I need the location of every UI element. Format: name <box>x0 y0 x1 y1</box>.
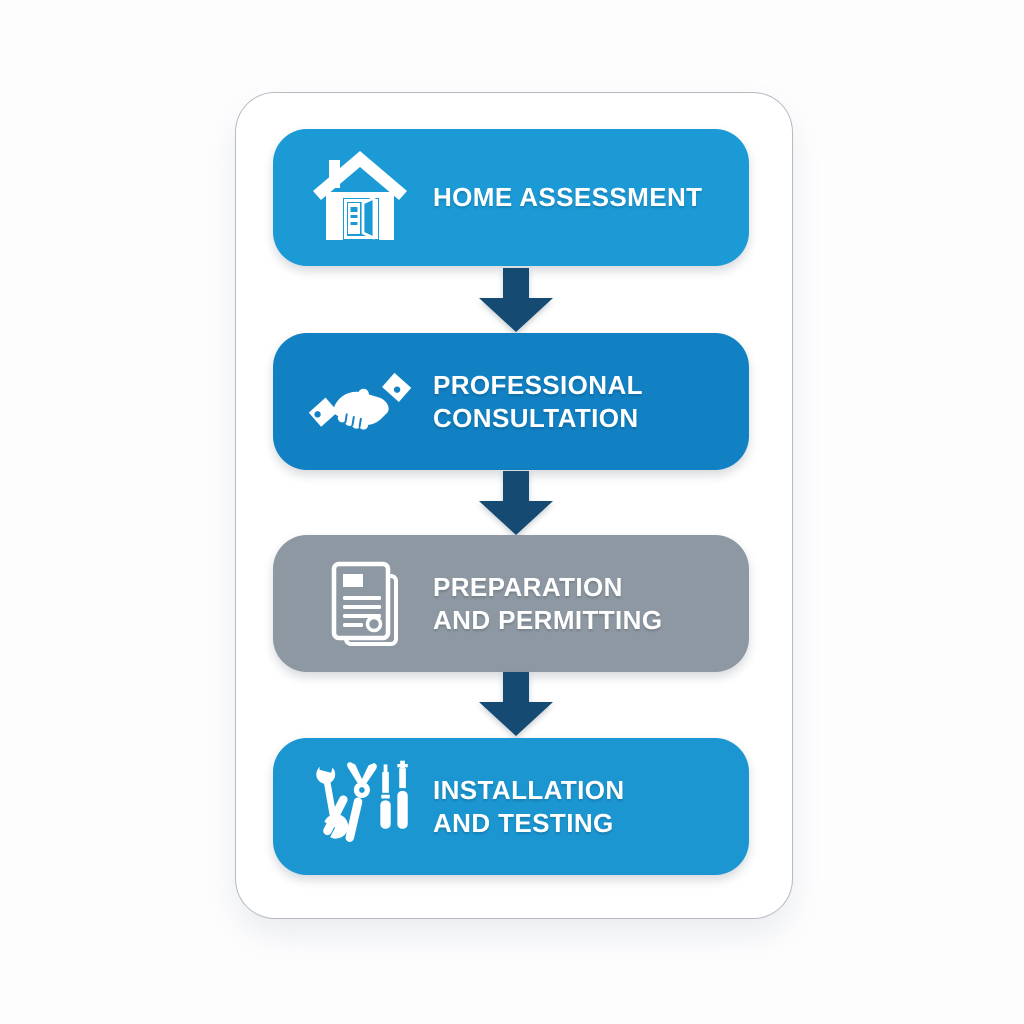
process-card: HOME ASSESSMENT <box>235 92 793 919</box>
step-label-line: PREPARATION <box>433 571 623 602</box>
step-label-line: HOME ASSESSMENT <box>433 182 703 212</box>
step-label: INSTALLATION AND TESTING <box>433 774 625 840</box>
flow-step-installation-testing: INSTALLATION AND TESTING <box>273 738 749 875</box>
step-label-line: AND TESTING <box>433 807 614 838</box>
step-label: PROFESSIONAL CONSULTATION <box>433 369 643 435</box>
house-icon <box>307 144 413 252</box>
flow-step-preparation-permitting: PREPARATION AND PERMITTING <box>273 535 749 672</box>
step-label-line: INSTALLATION <box>433 774 625 805</box>
step-label: PREPARATION AND PERMITTING <box>433 571 662 637</box>
step-label-line: AND PERMITTING <box>433 604 663 635</box>
flow-arrow-down-icon <box>479 471 553 535</box>
flow-step-professional-consultation: PROFESSIONAL CONSULTATION <box>273 333 749 470</box>
tools-icon <box>307 753 413 861</box>
handshake-icon <box>307 348 413 456</box>
step-label-line: PROFESSIONAL <box>433 369 643 400</box>
flow-arrow-down-icon <box>479 672 553 736</box>
flow-step-home-assessment: HOME ASSESSMENT <box>273 129 749 266</box>
step-label-line: CONSULTATION <box>433 402 639 433</box>
step-label: HOME ASSESSMENT <box>433 181 702 214</box>
documents-icon <box>307 550 413 658</box>
flow-arrow-down-icon <box>479 268 553 332</box>
